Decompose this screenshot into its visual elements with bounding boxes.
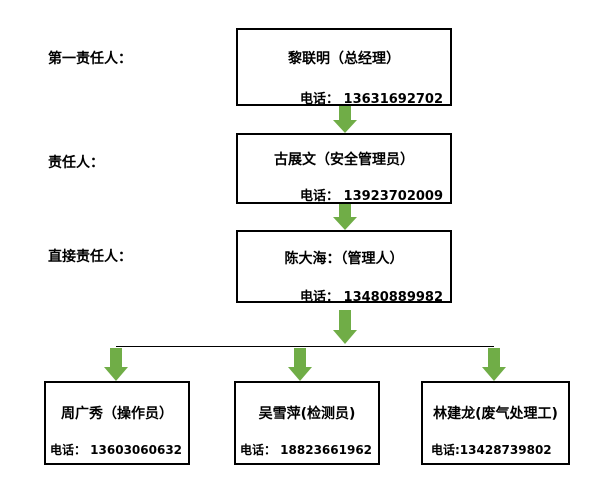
- node-phone: 电话： 13603060632: [50, 443, 183, 457]
- down-arrow-icon: [288, 348, 312, 381]
- node-name: 吴雪萍(检测员): [258, 406, 356, 422]
- down-arrow-icon: [104, 348, 128, 381]
- node-operator: 周广秀（操作员） 电话： 13603060632: [44, 381, 190, 465]
- node-phone: 电话： 13923702009: [300, 189, 444, 204]
- role-label-middle: 责任人：: [48, 155, 104, 171]
- node-name: 古展文（安全管理员）: [274, 152, 414, 168]
- node-name: 黎联明（总经理）: [288, 51, 400, 67]
- down-arrow-icon: [333, 106, 357, 133]
- node-name: 陈大海：（管理人）: [284, 251, 404, 267]
- down-arrow-icon: [482, 348, 506, 381]
- node-name: 林建龙(废气处理工): [433, 406, 558, 422]
- node-safety-manager: 古展文（安全管理员） 电话： 13923702009: [236, 133, 452, 204]
- node-phone: 电话： 18823661962: [240, 443, 373, 457]
- node-phone: 电话:13428739802: [431, 443, 552, 457]
- role-label-direct: 直接责任人：: [48, 249, 132, 265]
- role-label-first: 第一责任人：: [48, 51, 132, 67]
- branch-connector-line: [116, 346, 494, 347]
- node-phone: 电话： 13631692702: [300, 92, 444, 107]
- node-inspector: 吴雪萍(检测员) 电话： 18823661962: [234, 381, 380, 465]
- down-arrow-icon: [333, 310, 357, 344]
- down-arrow-icon: [333, 204, 357, 230]
- node-phone: 电话： 13480889982: [300, 290, 444, 305]
- node-general-manager: 黎联明（总经理） 电话： 13631692702: [236, 28, 452, 107]
- node-exhaust-worker: 林建龙(废气处理工) 电话:13428739802: [421, 381, 570, 465]
- node-name: 周广秀（操作员）: [61, 406, 173, 422]
- node-direct-manager: 陈大海：（管理人） 电话： 13480889982: [236, 230, 452, 305]
